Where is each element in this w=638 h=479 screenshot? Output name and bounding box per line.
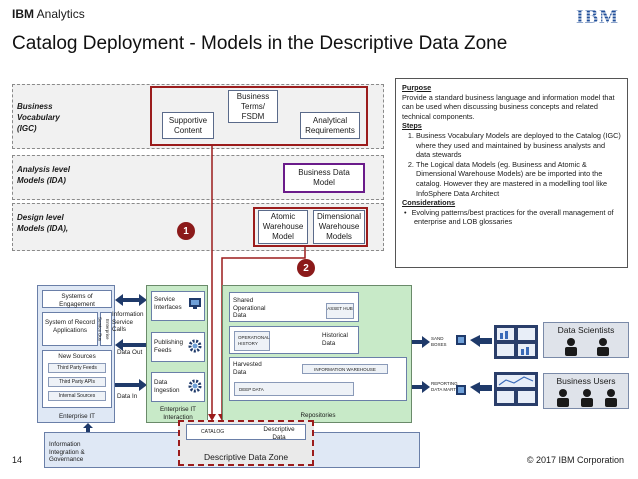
repositories-label: Repositories <box>300 412 336 419</box>
steps-list: Business Vocabulary Models are deployed … <box>402 131 621 198</box>
descriptive-data-zone-frame: CATALOG Descriptive Data Descriptive Dat… <box>178 420 314 466</box>
governance-up-arrow <box>83 423 93 433</box>
person-icon <box>557 389 617 407</box>
business-vocabulary-frame <box>150 86 368 146</box>
data-out-label: Data Out <box>117 349 143 356</box>
consideration-item-1: Evolving patterns/best practices for the… <box>412 208 621 227</box>
service-calls-arrow <box>115 294 147 306</box>
catalog-box[interactable]: CATALOG Descriptive Data <box>186 424 306 441</box>
output-arrows <box>412 335 492 394</box>
users-arrow <box>470 382 492 394</box>
gear-icon <box>188 339 202 353</box>
sandbox-icon <box>456 335 466 345</box>
catalog-label: CATALOG <box>201 429 225 435</box>
page-number: 14 <box>12 455 23 465</box>
data-scientists-label: Data Scientists <box>557 325 615 335</box>
description-panel: Purpose Provide a standard business lang… <box>395 78 628 268</box>
information-warehouse-box[interactable]: INFORMATION WAREHOUSE <box>302 364 388 374</box>
info-service-calls-label: Information Service Calls <box>112 311 144 334</box>
enterprise-it-interaction-label: Enterprise IT Interaction <box>159 406 197 421</box>
data-out-arrow <box>115 339 147 351</box>
business-users-label: Business Users <box>556 376 616 386</box>
enterprise-it-interaction-panel: Service Interfaces Publishing Feeds Data… <box>146 285 208 423</box>
monitor-icon <box>189 298 201 309</box>
brand-title: IBM Analytics <box>12 7 85 21</box>
report-dashboard-icon <box>494 372 538 406</box>
descriptive-data-label: Descriptive Data <box>263 426 295 441</box>
shared-operational-box[interactable]: Shared Operational Data ASSET HUB <box>229 292 359 322</box>
step-badge-1: 1 <box>177 222 195 240</box>
descriptive-data-zone-label: Descriptive Data Zone <box>203 452 289 462</box>
data-flow-arrows <box>115 294 147 391</box>
business-users-box[interactable]: Business Users <box>543 373 629 409</box>
systems-engagement-box[interactable]: Systems of Engagement <box>42 290 112 308</box>
analytics-dashboard-icon <box>494 325 538 359</box>
shared-operational-label: Shared Operational Data <box>233 297 266 320</box>
enterprise-it-label: Enterprise IT <box>58 413 96 420</box>
scientists-arrow <box>470 335 492 347</box>
sandbox-arrow <box>412 336 430 348</box>
enterprise-it-panel: Systems of Engagement System of Record A… <box>37 285 115 423</box>
new-sources-box: New Sources Third Party Feeds Third Part… <box>42 350 112 408</box>
page-title: Catalog Deployment - Models in the Descr… <box>12 33 508 54</box>
historical-data-label: Historical Data <box>322 332 348 347</box>
harvested-data-box[interactable]: Harvested Data INFORMATION WAREHOUSE DEE… <box>229 357 407 401</box>
datamart-icon <box>456 385 466 395</box>
harvested-data-label: Harvested Data <box>233 361 262 376</box>
internal-sources-box[interactable]: Internal Sources <box>48 391 106 401</box>
steps-heading: Steps <box>402 121 422 131</box>
ibm-logo: IBM <box>576 6 626 26</box>
design-models-frame <box>253 207 368 247</box>
asset-hub-box[interactable]: ASSET HUB <box>326 303 354 319</box>
gear-icon <box>188 379 202 393</box>
sand-boxes-label: SAND BOXES <box>431 336 447 347</box>
third-party-apis-box[interactable]: Third Party APIs <box>48 377 106 387</box>
step-item-1: Business Vocabulary Models are deployed … <box>416 131 621 160</box>
systems-record-box[interactable]: System of Record Applications <box>42 312 98 346</box>
considerations-list: Evolving patterns/best practices for the… <box>402 208 621 227</box>
new-sources-label: New Sources <box>58 353 96 360</box>
deep-data-box[interactable]: DEEP DATA <box>234 382 354 396</box>
data-in-arrow <box>115 379 147 391</box>
brand-rest: Analytics <box>34 7 85 21</box>
purpose-heading: Purpose <box>402 83 432 92</box>
data-scientists-box[interactable]: Data Scientists <box>543 322 629 358</box>
datamart-arrow <box>412 381 430 393</box>
step-badge-2: 2 <box>297 259 315 277</box>
step-item-2: The Logical data Models (eg. Business an… <box>416 160 621 198</box>
historical-data-box[interactable]: OPERATIONAL HISTORY Historical Data <box>229 326 359 354</box>
reporting-data-marts-label: REPORTING DATA MARTS <box>431 381 460 392</box>
brand-bold: IBM <box>12 7 34 21</box>
third-party-feeds-box[interactable]: Third Party Feeds <box>48 363 106 373</box>
considerations-heading: Considerations <box>402 198 456 208</box>
repositories-panel: Shared Operational Data ASSET HUB OPERAT… <box>222 285 412 423</box>
data-in-label: Data In <box>117 393 138 400</box>
person-icon <box>565 338 609 356</box>
operational-history-box[interactable]: OPERATIONAL HISTORY <box>234 331 270 351</box>
copyright: © 2017 IBM Corporation <box>526 455 624 465</box>
purpose-text: Provide a standard business language and… <box>402 92 615 121</box>
enterprise-service-bus-box[interactable]: Enterprise Service Bus <box>97 312 112 346</box>
info-integration-label: Information Integration & Governance <box>49 441 85 464</box>
